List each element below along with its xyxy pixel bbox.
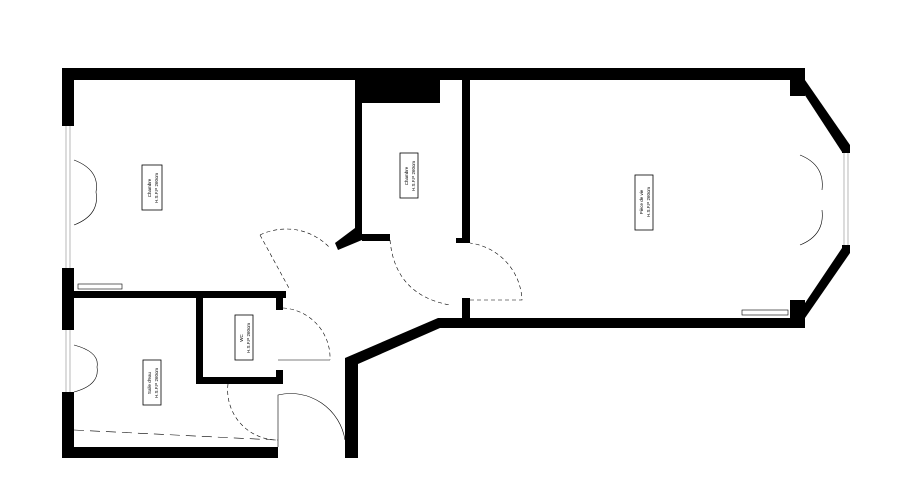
- room-label-chambre-2: Chambre H.S.F.P 260cm: [399, 152, 419, 199]
- walls: [62, 68, 850, 458]
- svg-text:Salle d'eau: Salle d'eau: [147, 371, 152, 394]
- svg-text:Chambre: Chambre: [147, 178, 152, 197]
- svg-text:H.S.F.P 260cm: H.S.F.P 260cm: [154, 368, 159, 398]
- svg-text:WC: WC: [239, 334, 244, 342]
- svg-text:H.S.F.P 260cm: H.S.F.P 260cm: [411, 161, 416, 191]
- room-label-chambre-1: Chambre H.S.F.P 260cm: [141, 164, 163, 211]
- room-label-wc: WC H.S.F.P 260cm: [234, 314, 254, 361]
- windows: [65, 126, 849, 392]
- svg-text:H.S.F.P 260cm: H.S.F.P 260cm: [246, 323, 251, 353]
- room-label-salle-d-eau: Salle d'eau H.S.F.P 260cm: [142, 359, 162, 406]
- room-label-piece-de-vie: Pièce de vie H.S.F.P 260cm: [634, 174, 654, 231]
- radiators: [77, 283, 789, 316]
- svg-text:H.S.F.P 260cm: H.S.F.P 260cm: [646, 187, 651, 217]
- doors: [73, 154, 823, 447]
- svg-text:Pièce de vie: Pièce de vie: [639, 189, 644, 214]
- svg-text:Chambre: Chambre: [404, 166, 409, 185]
- svg-text:H.S.F.P 260cm: H.S.F.P 260cm: [154, 173, 159, 203]
